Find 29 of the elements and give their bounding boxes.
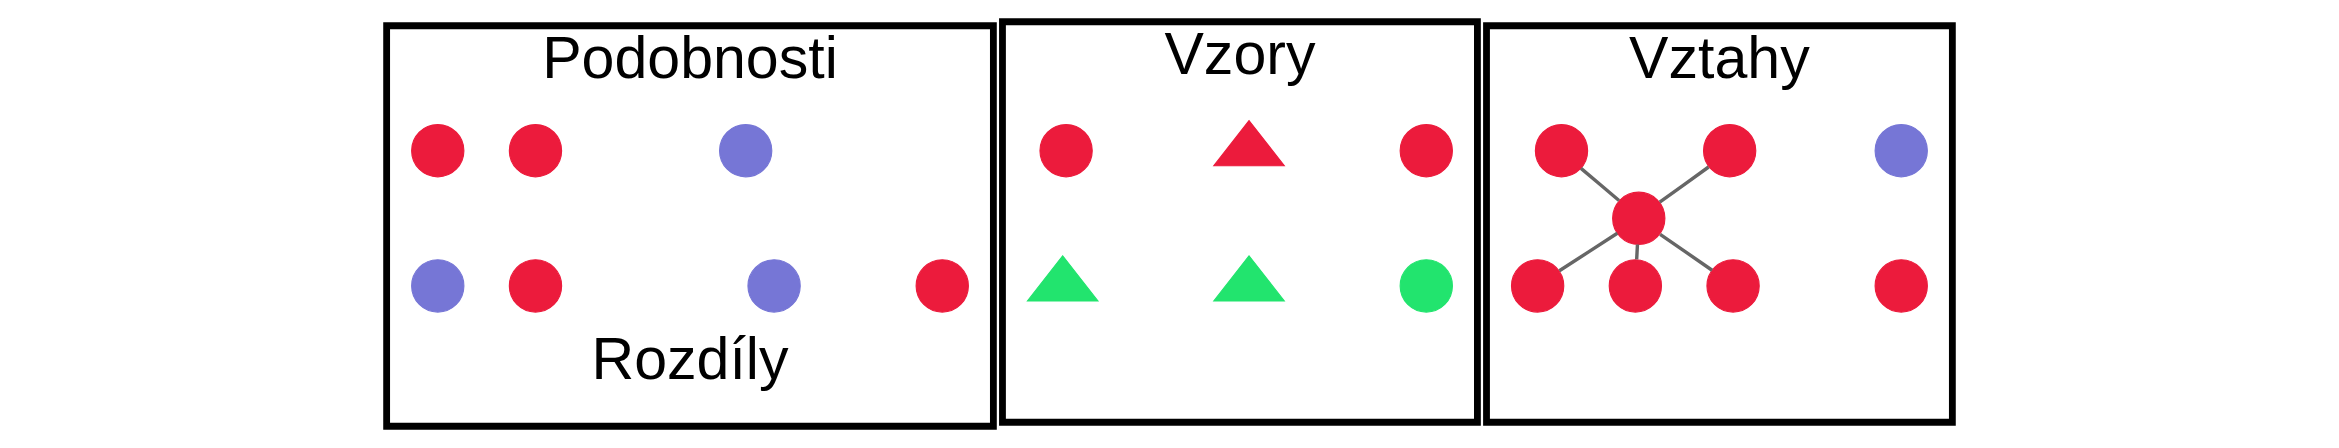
connector xyxy=(1659,232,1714,272)
node-circle xyxy=(508,259,563,313)
node-circle xyxy=(1399,124,1453,178)
cluster: Vztahy xyxy=(1483,22,1956,426)
node-circle xyxy=(508,124,563,178)
node-circle xyxy=(411,124,465,178)
node-circle xyxy=(1510,259,1565,313)
node-circle xyxy=(1702,124,1757,178)
node-circle xyxy=(1612,191,1666,245)
node-triangle xyxy=(1212,254,1286,302)
node-circle xyxy=(1039,124,1093,178)
node-circle xyxy=(747,259,801,313)
node-circle xyxy=(1874,124,1928,178)
node-circle xyxy=(1534,124,1589,178)
connector xyxy=(1558,231,1619,273)
node-triangle xyxy=(1026,254,1100,302)
node-triangle xyxy=(1212,119,1286,167)
connector xyxy=(1634,244,1640,260)
cluster: Podobnosti Rozdíly xyxy=(383,22,997,430)
connector xyxy=(1658,165,1710,204)
node-circle xyxy=(1399,259,1453,313)
node-circle xyxy=(718,124,773,178)
node-circle xyxy=(1874,259,1928,313)
node-circle xyxy=(411,259,465,313)
node-circle xyxy=(915,259,969,313)
connector xyxy=(1579,167,1621,202)
node-circle xyxy=(1706,259,1760,313)
cluster: Vzory xyxy=(999,18,1481,426)
node-circle xyxy=(1608,259,1663,313)
